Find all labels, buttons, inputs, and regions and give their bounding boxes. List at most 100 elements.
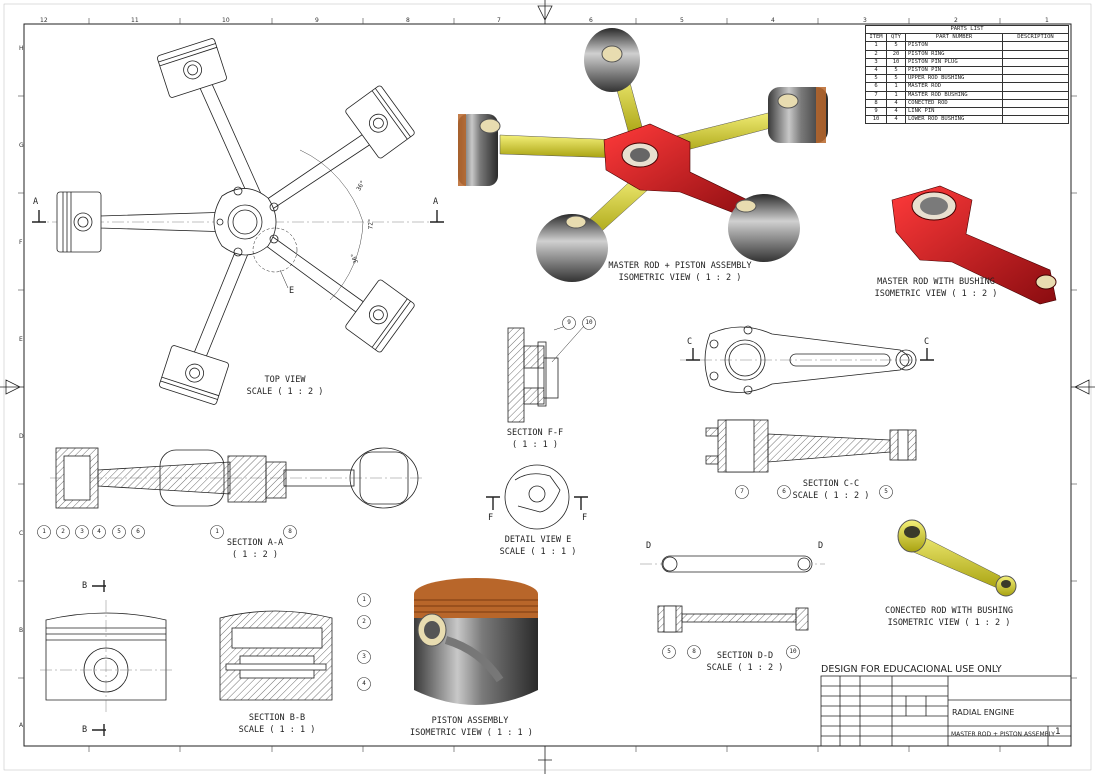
zone-top-7: 7 (497, 17, 501, 24)
cell: UPPER ROD BUSHING (905, 74, 1003, 84)
section-aa (50, 447, 425, 509)
section-mark-f-left: F (488, 513, 494, 523)
cell: 1 (886, 82, 906, 92)
zone-side-g: G (19, 142, 24, 149)
parts-header-item: ITEM (865, 33, 887, 43)
piston-iso-title: PISTON ASSEMBLY (431, 716, 509, 726)
parts-list: PARTS LIST ITEM QTY PART NUMBER DESCRIPT… (865, 24, 1069, 125)
top-view-scale: SCALE ( 1 : 2 ) (246, 387, 324, 397)
balloon: 6 (136, 528, 140, 535)
drawing-title: RADIAL ENGINE (952, 708, 1015, 717)
zone-top-2: 2 (954, 17, 958, 24)
cell: 4 (886, 98, 906, 108)
cell: 1 (865, 41, 887, 51)
section-mark-b-top: B (82, 581, 88, 591)
balloon: 4 (97, 528, 101, 535)
cell: 9 (865, 106, 887, 117)
zone-top-9: 9 (315, 17, 319, 24)
balloon: 8 (692, 648, 696, 655)
balloon: 1 (42, 528, 46, 535)
cell: 8 (865, 98, 887, 108)
section-mark-d-left: D (646, 541, 652, 551)
cell: 5 (886, 41, 906, 51)
detail-e-title: DETAIL VIEW E (504, 535, 572, 545)
piston-isometric (414, 578, 538, 705)
balloon: 10 (789, 648, 797, 655)
conrod-iso-title: CONECTED ROD WITH BUSHING (885, 606, 1013, 616)
detail-view-e (486, 464, 588, 530)
cell (1002, 65, 1069, 76)
detail-e-scale: SCALE ( 1 : 1 ) (499, 547, 577, 557)
cell (1002, 41, 1069, 51)
zone-side-d: D (19, 433, 24, 440)
section-mark-a-left: A (33, 197, 39, 207)
balloon: 10 (585, 319, 593, 326)
piston-iso-scale: ISOMETRIC VIEW ( 1 : 1 ) (410, 728, 533, 738)
section-mark-b-bottom: B (82, 725, 88, 735)
section-cc-title: SECTION C-C (802, 479, 860, 489)
cell (1002, 82, 1069, 92)
section-cc (680, 325, 935, 473)
master-rod-iso-title: MASTER ROD WITH BUSHING (877, 277, 995, 287)
balloon: 8 (288, 528, 292, 535)
section-dd-scale: SCALE ( 1 : 2 ) (706, 663, 784, 673)
section-mark-a-right: A (433, 197, 439, 207)
balloon: 5 (117, 528, 121, 535)
zone-side-f: F (19, 239, 23, 246)
conrod-isometric (897, 519, 1017, 597)
zone-side-a: A (19, 722, 24, 729)
cell (1002, 49, 1069, 59)
parts-list-title: PARTS LIST (865, 24, 1069, 35)
cell: 4 (886, 106, 906, 117)
zone-top-3: 3 (863, 17, 867, 24)
zone-top-1: 1 (1045, 17, 1049, 24)
cell: 4 (886, 115, 906, 125)
balloon: 3 (80, 528, 84, 535)
assembly-isometric (458, 28, 828, 282)
cell: LOWER ROD BUSHING (905, 115, 1003, 125)
cell: 4 (865, 65, 887, 76)
cell: 3 (865, 57, 887, 67)
section-bb-scale: SCALE ( 1 : 1 ) (238, 725, 316, 735)
zone-top-5: 5 (680, 17, 684, 24)
section-mark-c-left: C (687, 337, 693, 347)
cell: MASTER ROD BUSHING (905, 90, 1003, 100)
educational-notice: DESIGN FOR EDUCACIONAL USE ONLY (821, 664, 1002, 675)
balloon: 2 (61, 528, 65, 535)
zone-top-4: 4 (771, 17, 775, 24)
drawing-subtitle: MASTER ROD + PISTON ASSEMBLY (951, 731, 1055, 738)
cell (1002, 57, 1069, 67)
zone-top-11: 11 (131, 17, 139, 24)
angle-dim-2: 72° (367, 218, 375, 230)
section-dd-title: SECTION D-D (716, 651, 774, 661)
section-aa-scale: ( 1 : 2 ) (231, 550, 279, 560)
master-rod-isometric (891, 185, 1057, 305)
cell: LINK PIN (905, 106, 1003, 117)
zone-top-8: 8 (406, 17, 410, 24)
zone-top-12: 12 (40, 17, 48, 24)
cell: 1 (886, 90, 906, 100)
cell: 5 (886, 65, 906, 76)
cell: 5 (865, 74, 887, 84)
balloon: 2 (362, 618, 366, 625)
cell: 10 (865, 115, 887, 125)
section-dd (640, 555, 825, 633)
cell: PISTON RING (905, 49, 1003, 59)
master-rod-iso-scale: ISOMETRIC VIEW ( 1 : 2 ) (874, 289, 998, 299)
cell: 10 (886, 57, 906, 67)
section-ff (507, 325, 585, 423)
cell: 5 (886, 74, 906, 84)
cell: 20 (886, 49, 906, 59)
assembly-iso-scale: ISOMETRIC VIEW ( 1 : 2 ) (618, 273, 742, 283)
cell (1002, 90, 1069, 100)
cell: 7 (865, 90, 887, 100)
balloon: 1 (362, 596, 366, 603)
balloon: 7 (740, 488, 744, 495)
